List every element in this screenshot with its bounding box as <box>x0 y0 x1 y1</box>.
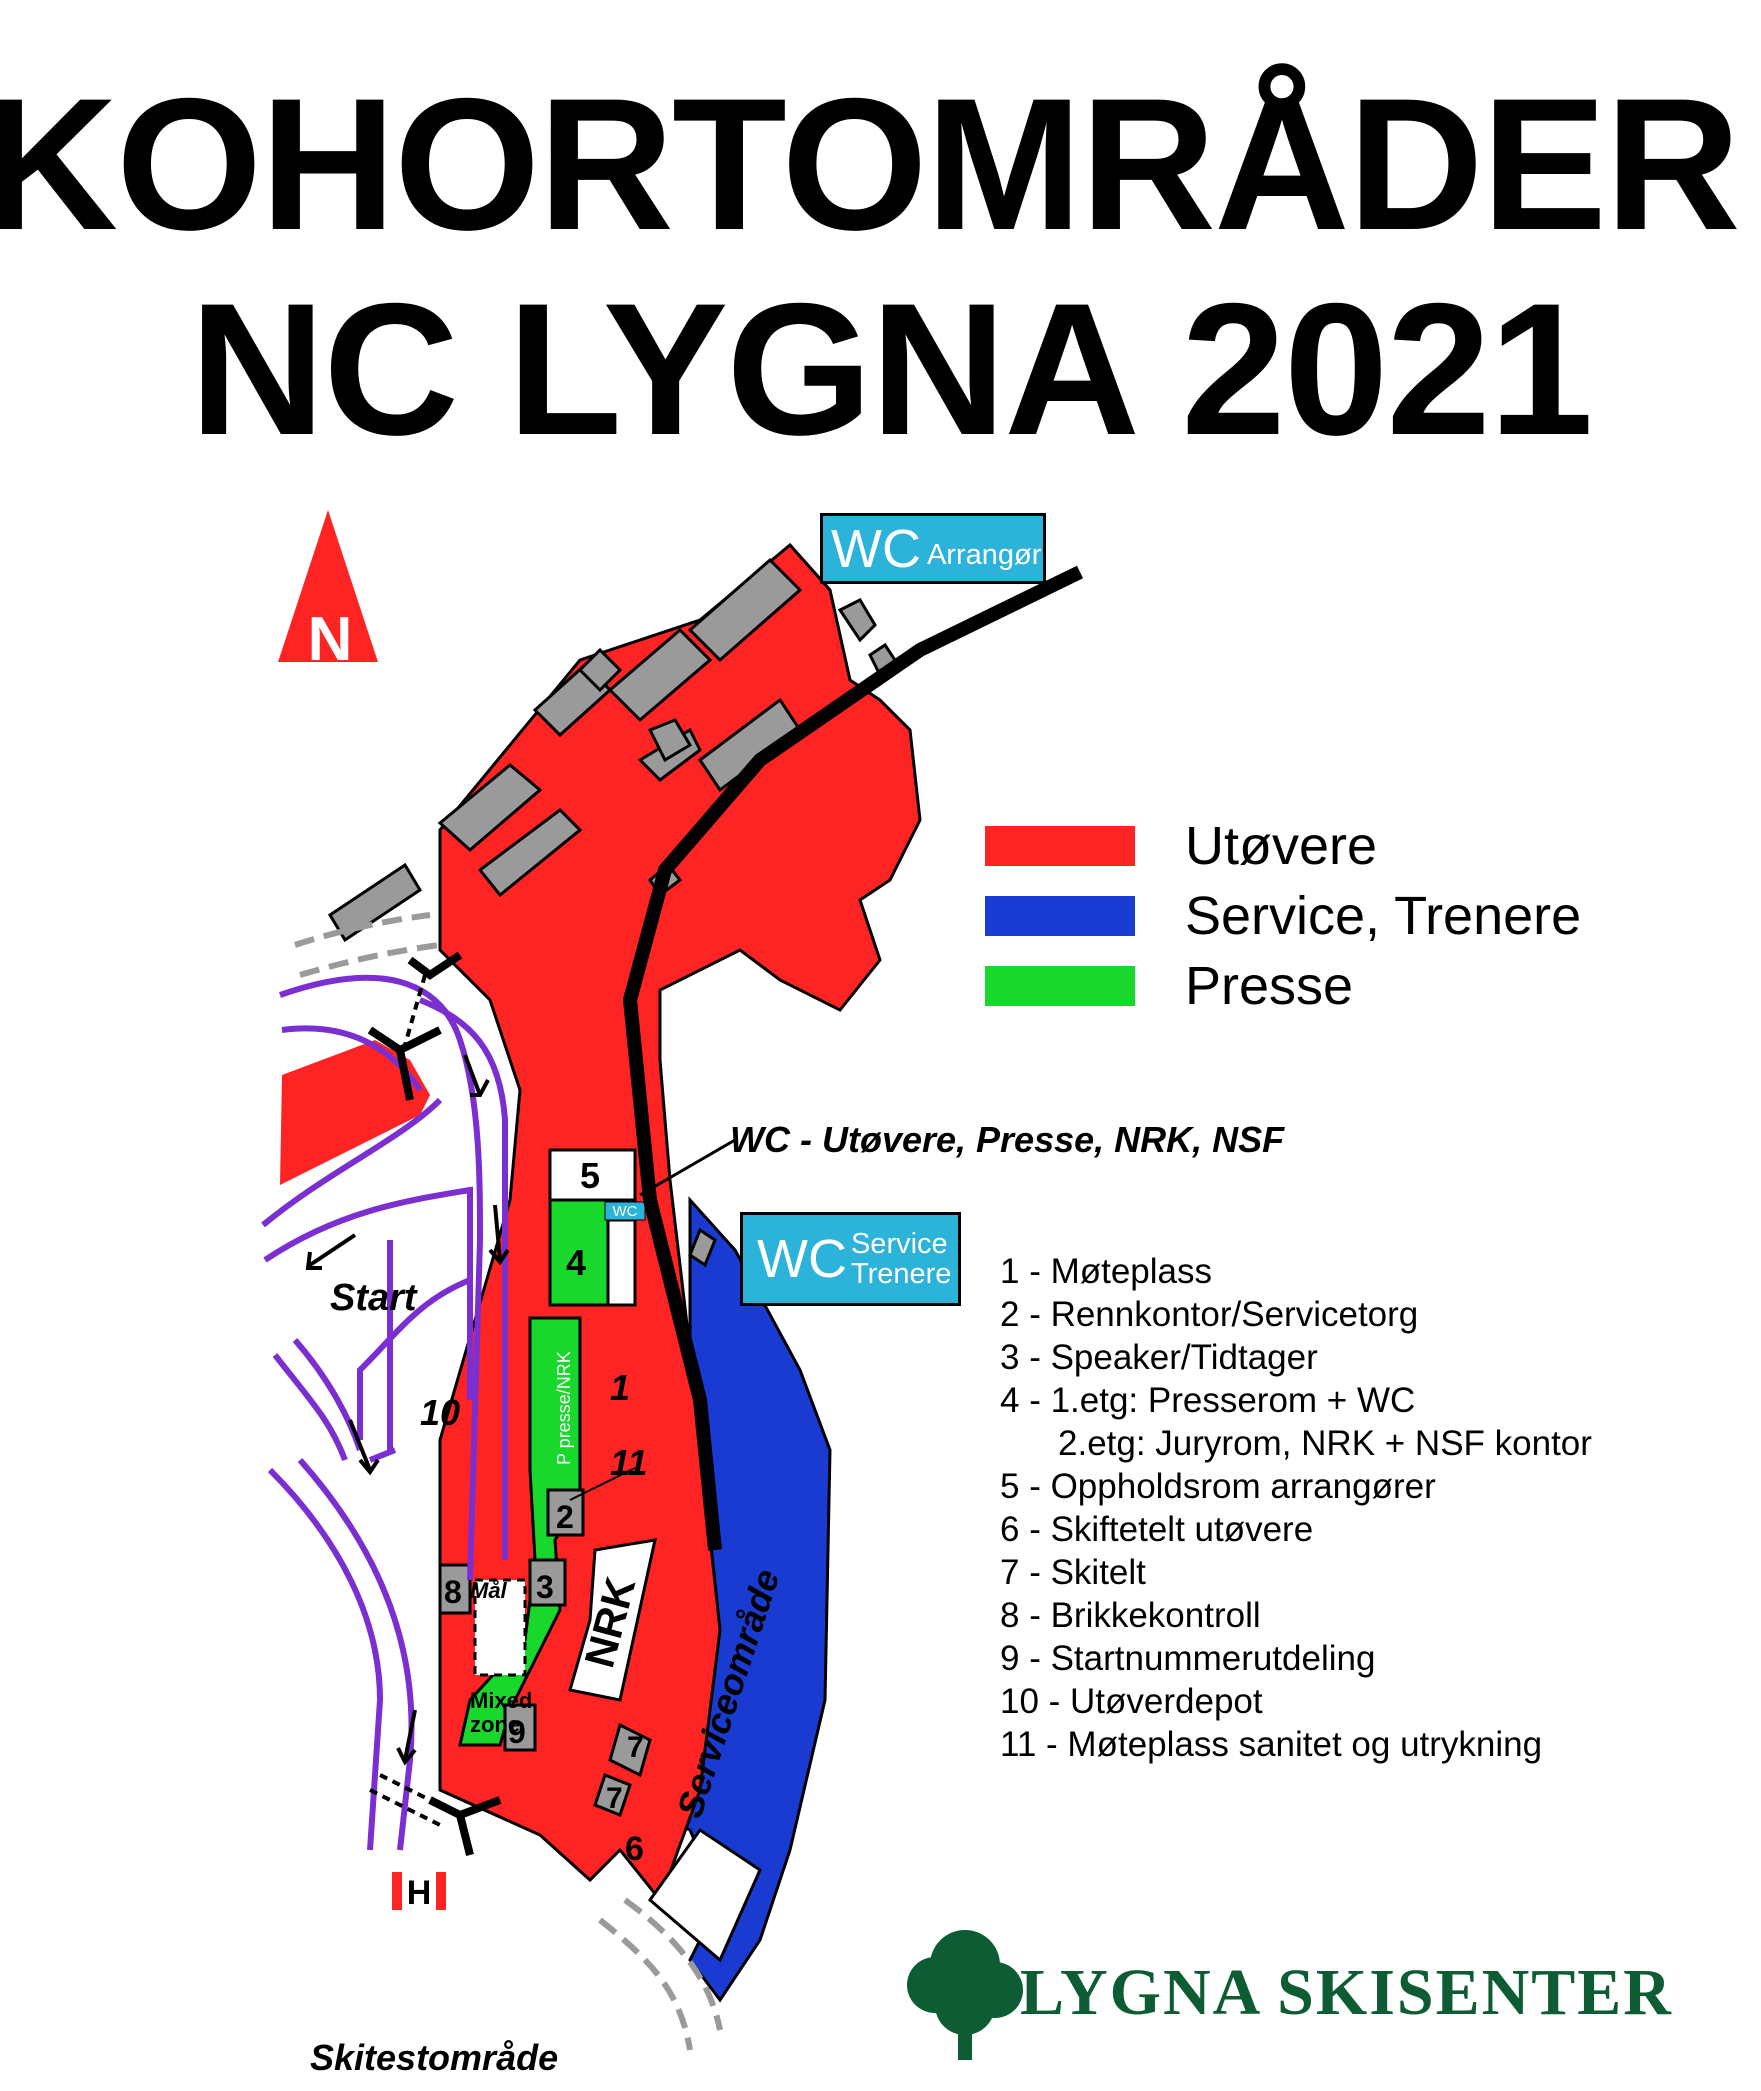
direction-arrows <box>305 1054 510 1766</box>
tree-icon <box>907 1930 1023 2060</box>
helipad: H <box>392 1872 446 1912</box>
legend-presse: Presse <box>985 956 1353 1016</box>
list-item: 1 - Møteplass <box>1000 1252 1212 1291</box>
label-8: 8 <box>444 1574 462 1610</box>
wc-service-box: WC Service Trenere <box>740 1212 961 1306</box>
building-nrk <box>568 1538 657 1702</box>
label-11-line <box>569 1467 636 1501</box>
label-5: 5 <box>580 1155 600 1196</box>
list-item: 5 - Oppholdsrom arrangører <box>1000 1467 1436 1506</box>
list-item: 10 - Utøverdepot <box>1000 1682 1263 1721</box>
legend-label: Service, Trenere <box>1185 886 1582 946</box>
label-6: 6 <box>625 1830 644 1868</box>
logo-text: LYGNA SKISENTER <box>1020 1956 1673 2029</box>
list-item: 4 - 1.etg: Presserom + WC <box>1000 1381 1416 1420</box>
label-7a: 7 <box>627 1731 644 1764</box>
dashed-paths <box>294 912 723 2051</box>
label-skitest: Skitestområde <box>310 2037 558 2078</box>
list-item: 11 - Møteplass sanitet og utrykning <box>1000 1725 1543 1764</box>
legend-swatch-green <box>985 966 1135 1006</box>
title-line-1: KOHORTOMRÅDER <box>0 59 1741 269</box>
label-7b: 7 <box>606 1782 623 1815</box>
ski-tracks <box>261 974 508 1851</box>
label-mal: Mål <box>470 1578 508 1603</box>
wc-arrangor-big: WC <box>831 518 921 579</box>
white-area <box>647 1827 762 1963</box>
wc-small-box <box>604 1201 646 1221</box>
dotted-crossings <box>369 974 461 1827</box>
helipad-label: H <box>407 1874 432 1912</box>
numbered-list: 1 - Møteplass 2 - Rennkontor/Servicetorg… <box>1000 1250 1592 1766</box>
list-item: 9 - Startnummerutdeling <box>1000 1639 1376 1678</box>
list-item: 7 - Skitelt <box>1000 1553 1146 1592</box>
legend-label: Utøvere <box>1185 816 1378 876</box>
label-1: 1 <box>610 1367 630 1408</box>
mal-area <box>473 1578 527 1677</box>
legend-label: Presse <box>1185 956 1354 1016</box>
label-zone: zone <box>470 1712 520 1737</box>
wc-small-label: WC <box>613 1203 638 1220</box>
buildings <box>327 557 897 1817</box>
label-mixed: Mixed <box>470 1688 532 1713</box>
building-5 <box>548 1148 637 1202</box>
north-arrow-icon: N <box>278 510 378 674</box>
list-item: 8 - Brikkekontroll <box>1000 1596 1261 1635</box>
wc-arrangor-box: WC Arrangør <box>820 513 1046 584</box>
label-p-presse: P presse/NRK <box>554 1351 574 1465</box>
list-item: 2.etg: Juryrom, NRK + NSF kontor <box>1058 1424 1592 1463</box>
wc-callout: WC - Utøvere, Presse, NRK, NSF <box>730 1119 1285 1160</box>
road <box>622 565 1084 1551</box>
label-9: 9 <box>508 1714 526 1750</box>
legend-utovere: Utøvere <box>985 816 1377 876</box>
legend-swatch-blue <box>985 896 1135 936</box>
label-3: 3 <box>536 1569 554 1605</box>
list-item: 6 - Skiftetelt utøvere <box>1000 1510 1314 1549</box>
label-10: 10 <box>420 1392 460 1433</box>
wc-arrangor-small: Arrangør <box>926 539 1042 572</box>
title-line-2: NC LYGNA 2021 <box>189 264 1594 474</box>
list-item: 3 - Speaker/Tidtager <box>1000 1338 1318 1377</box>
athlete-area-west <box>280 1040 430 1185</box>
wc-service-small1: Service <box>850 1227 948 1260</box>
label-start: Start <box>330 1277 418 1319</box>
wc-service-small2: Trenere <box>850 1258 952 1290</box>
legend-swatch-red <box>985 826 1135 866</box>
building-4-white <box>606 1218 637 1307</box>
north-letter: N <box>308 605 353 674</box>
list-item: 2 - Rennkontor/Servicetorg <box>1000 1295 1419 1334</box>
callout-line <box>639 1138 736 1197</box>
wc-service-big: WC <box>757 1229 847 1289</box>
legend-service: Service, Trenere <box>985 886 1581 946</box>
label-2: 2 <box>556 1499 574 1535</box>
label-4: 4 <box>566 1242 586 1283</box>
